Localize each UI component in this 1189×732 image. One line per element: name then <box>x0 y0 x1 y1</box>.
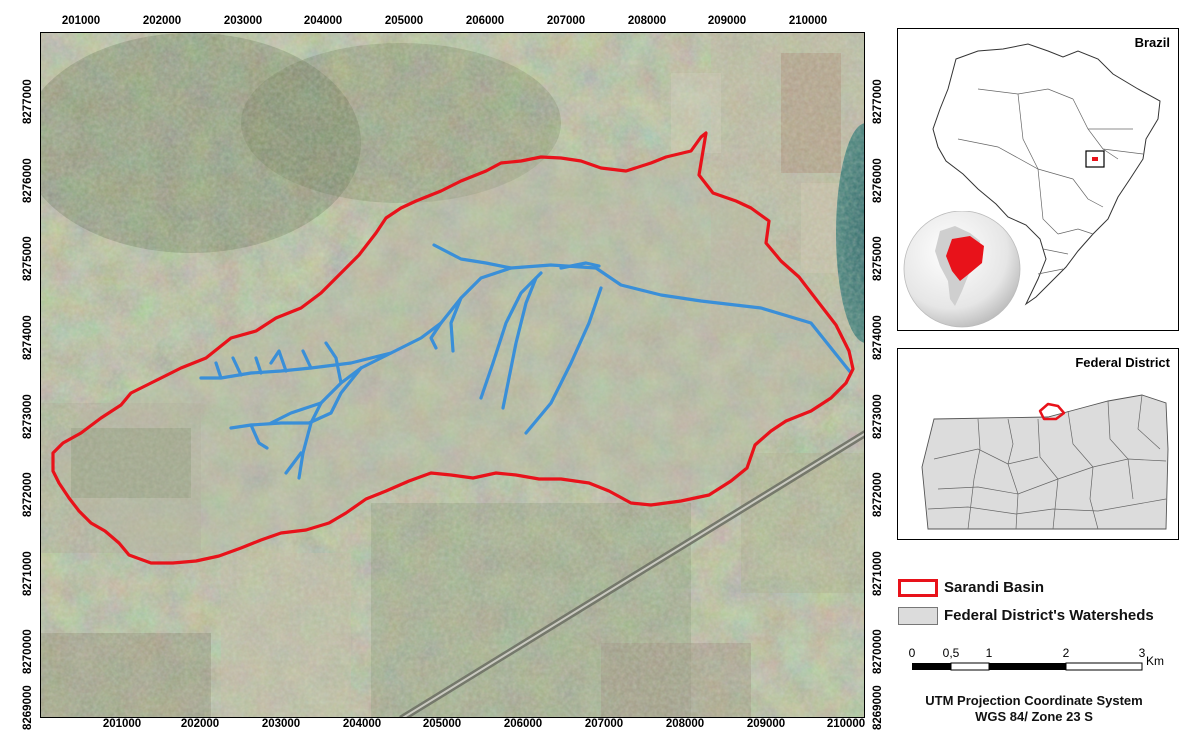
top-tick: 210000 <box>788 15 828 27</box>
right-tick: 8273000 <box>872 394 884 439</box>
main-map[interactable] <box>40 32 865 718</box>
federal-district-watersheds <box>921 394 1169 530</box>
brazil-inset-map[interactable]: Brazil <box>897 28 1179 331</box>
scale-label: 3 <box>1138 646 1146 660</box>
left-tick: 8272000 <box>22 472 34 517</box>
right-tick: 8277000 <box>872 79 884 124</box>
brazil-outline <box>932 43 1161 306</box>
bottom-tick: 207000 <box>584 718 624 730</box>
scale-label: 0,5 <box>942 646 960 660</box>
top-tick: 201000 <box>61 15 101 27</box>
left-tick: 8269000 <box>22 685 34 730</box>
projection-note: UTM Projection Coordinate System WGS 84/… <box>889 693 1179 725</box>
scale-bar: 0 0,5 1 2 3 Km <box>900 646 1170 686</box>
right-tick: 8270000 <box>872 629 884 674</box>
right-tick: 8269000 <box>872 685 884 730</box>
brazil-inset-title: Brazil <box>1134 35 1170 50</box>
satellite-imagery <box>41 33 864 717</box>
left-tick: 8270000 <box>22 629 34 674</box>
right-tick: 8276000 <box>872 158 884 203</box>
scale-label: 0 <box>908 646 916 660</box>
bottom-tick: 209000 <box>746 718 786 730</box>
sarandi-basin-boundary <box>51 131 855 565</box>
top-tick: 204000 <box>303 15 343 27</box>
legend-watersheds-swatch <box>898 607 938 625</box>
bottom-tick: 201000 <box>102 718 142 730</box>
top-tick: 207000 <box>546 15 586 27</box>
right-tick: 8271000 <box>872 551 884 596</box>
scale-unit: Km <box>1146 654 1164 668</box>
bottom-tick: 210000 <box>826 718 866 730</box>
right-tick: 8272000 <box>872 472 884 517</box>
federal-district-inset-map[interactable]: Federal District <box>897 348 1179 540</box>
bottom-tick: 206000 <box>503 718 543 730</box>
top-tick: 206000 <box>465 15 505 27</box>
right-tick: 8274000 <box>872 315 884 360</box>
projection-line-2: WGS 84/ Zone 23 S <box>975 709 1093 724</box>
left-tick: 8273000 <box>22 394 34 439</box>
right-tick: 8275000 <box>872 236 884 281</box>
left-tick: 8274000 <box>22 315 34 360</box>
left-tick: 8277000 <box>22 79 34 124</box>
bottom-tick: 204000 <box>342 718 382 730</box>
top-tick: 202000 <box>142 15 182 27</box>
scale-label: 2 <box>1062 646 1070 660</box>
left-tick: 8271000 <box>22 551 34 596</box>
legend-watersheds-label: Federal District's Watersheds <box>944 607 1154 624</box>
stream-network <box>199 243 853 480</box>
bottom-tick: 205000 <box>422 718 462 730</box>
legend: Sarandi Basin Federal District's Watersh… <box>898 578 1180 638</box>
bottom-tick: 203000 <box>261 718 301 730</box>
bottom-tick: 208000 <box>665 718 705 730</box>
globe-locator <box>903 211 1021 328</box>
top-tick: 209000 <box>707 15 747 27</box>
legend-basin-label: Sarandi Basin <box>944 579 1045 596</box>
legend-basin-swatch <box>898 579 938 597</box>
scale-label: 1 <box>985 646 993 660</box>
top-tick: 208000 <box>627 15 667 27</box>
bottom-tick: 202000 <box>180 718 220 730</box>
projection-line-1: UTM Projection Coordinate System <box>925 693 1143 708</box>
top-tick: 203000 <box>223 15 263 27</box>
left-tick: 8276000 <box>22 158 34 203</box>
left-tick: 8275000 <box>22 236 34 281</box>
federal-district-inset-title: Federal District <box>1075 355 1170 370</box>
scale-bar-graphic <box>912 662 1143 671</box>
top-tick: 205000 <box>384 15 424 27</box>
